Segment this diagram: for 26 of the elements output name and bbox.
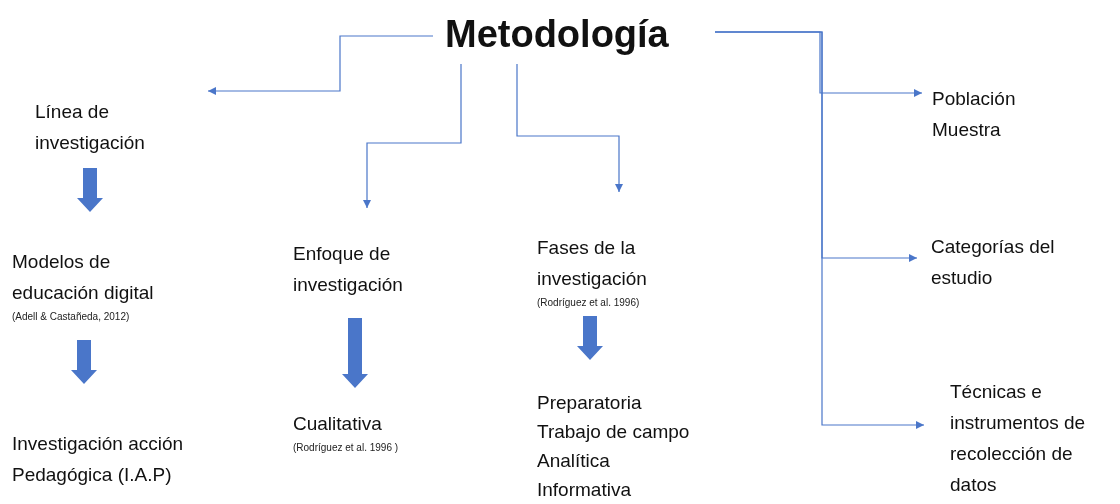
citation: (Rodríguez et al. 1996 ) bbox=[293, 441, 399, 455]
node-label: Fases de la investigación bbox=[537, 236, 648, 291]
node-label: Preparatoria bbox=[537, 391, 642, 415]
node-label: Investigación acción Pedagógica (I.A.P) bbox=[12, 432, 185, 487]
node-label: Línea de investigación bbox=[35, 100, 146, 155]
arrow bbox=[207, 35, 434, 96]
arrow bbox=[714, 31, 925, 430]
block-arrow bbox=[577, 316, 603, 360]
citation: (Rodríguez et al. 1996) bbox=[537, 296, 640, 310]
block-arrow bbox=[342, 318, 368, 388]
citation: (Adell & Castañeda, 2012) bbox=[12, 310, 130, 324]
node-label: Trabajo de campo bbox=[537, 420, 690, 444]
node-label: Población bbox=[932, 87, 1016, 111]
node-label: Cualitativa bbox=[293, 412, 382, 436]
arrow bbox=[516, 63, 624, 193]
node-label: Categorías del estudio bbox=[931, 235, 1056, 290]
heading: Metodología bbox=[445, 12, 669, 56]
node-label: Modelos de educación digital bbox=[12, 250, 155, 305]
node-label: Informativa bbox=[537, 478, 631, 502]
arrow bbox=[362, 63, 462, 209]
node-label: Técnicas e instrumentos de recolección de datos bbox=[950, 380, 1087, 497]
node-label: Muestra bbox=[932, 118, 1001, 142]
node-label: Analítica bbox=[537, 449, 610, 473]
node-label: Enfoque de investigación bbox=[293, 242, 404, 297]
block-arrow bbox=[71, 340, 97, 384]
block-arrow bbox=[77, 168, 103, 212]
